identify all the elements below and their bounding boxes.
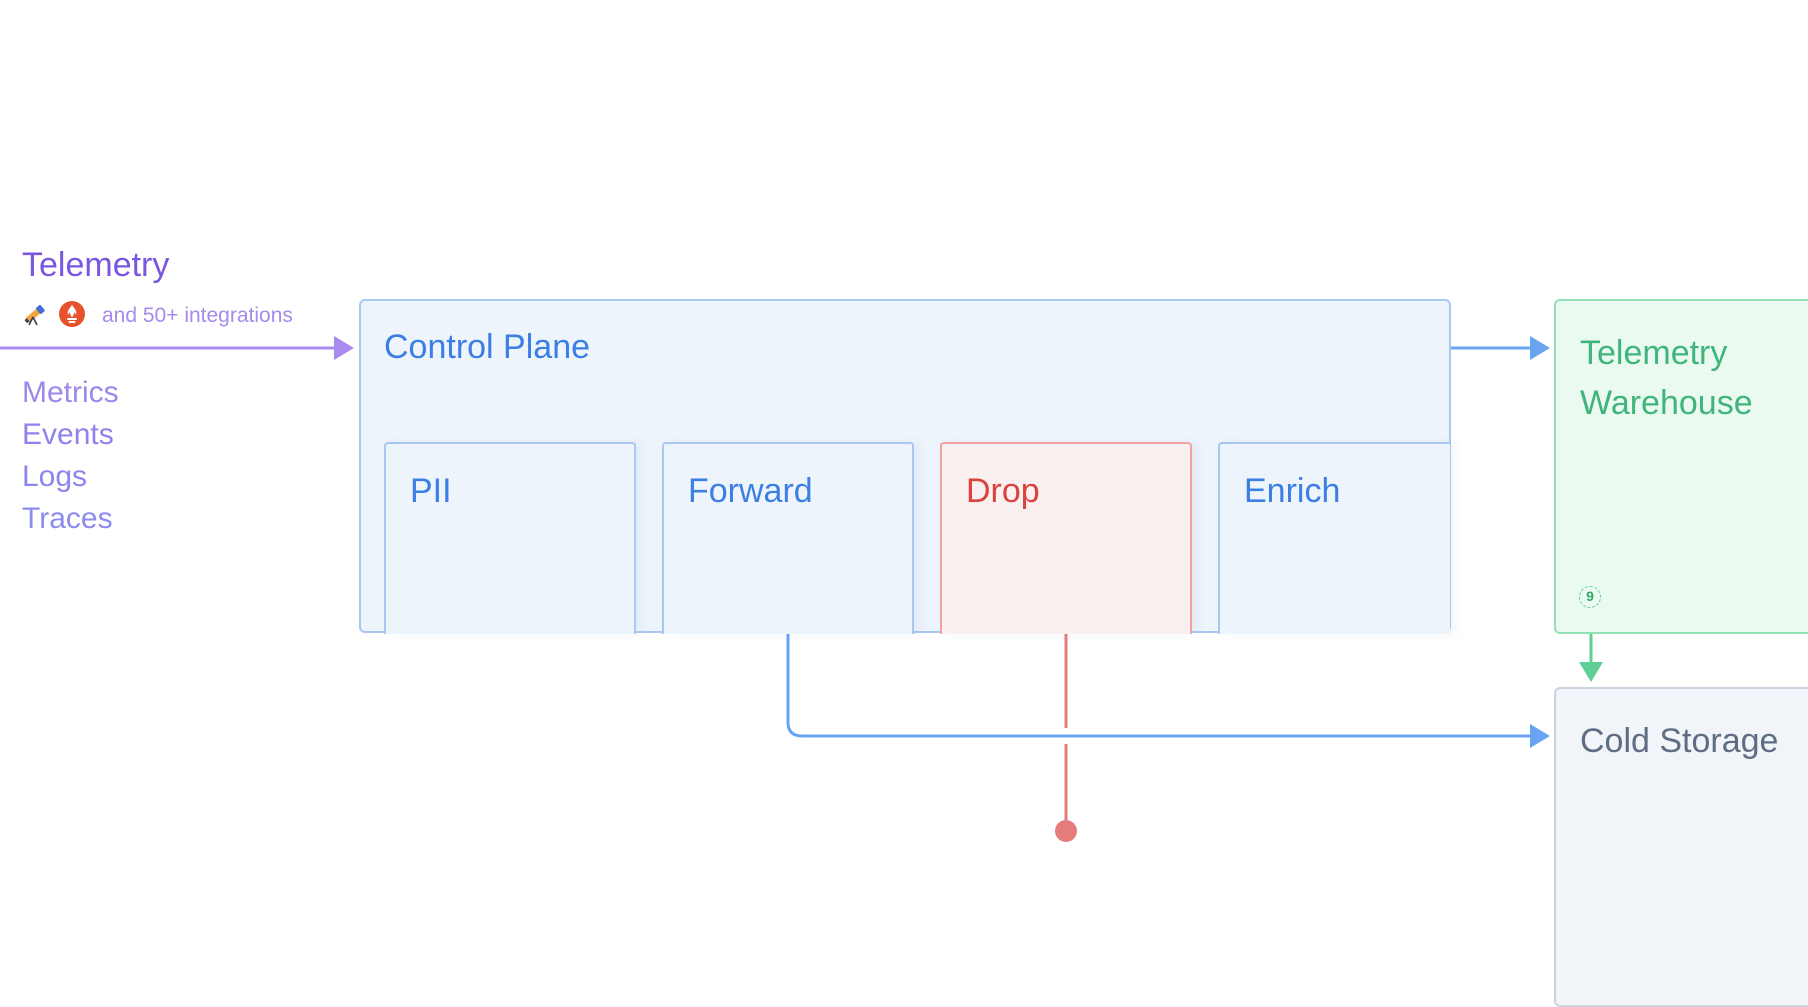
telemetry-type-metrics: Metrics [22, 376, 119, 409]
module-pii: PII [384, 442, 636, 634]
module-drop: Drop [940, 442, 1192, 634]
warehouse-badge: 9 [1579, 586, 1601, 608]
module-label-pii: PII [410, 472, 452, 510]
telemetry-type-traces: Traces [22, 502, 113, 535]
telemetry-types-list: Metrics Events Logs Traces [22, 372, 119, 540]
telemetry-warehouse-box [1554, 299, 1808, 634]
telemetry-type-logs: Logs [22, 460, 88, 493]
module-label-forward: Forward [688, 472, 813, 510]
module-label-enrich: Enrich [1244, 472, 1341, 510]
telemetry-warehouse-title: Telemetry Warehouse [1580, 334, 1753, 422]
module-label-drop: Drop [966, 472, 1040, 510]
module-enrich: Enrich [1218, 442, 1450, 634]
integrations-label: and 50+ integrations [102, 304, 293, 327]
drop-sink-dot [1055, 820, 1077, 842]
integrations-row: and 50+ integrations [22, 300, 293, 332]
arrow-forward-to-cold-storage [786, 622, 1550, 748]
telescope-icon [22, 301, 48, 332]
telemetry-title: Telemetry [22, 246, 170, 284]
arrow-control-plane-to-warehouse [1438, 336, 1550, 360]
module-forward: Forward [662, 442, 914, 634]
line-drop-to-sink [1055, 622, 1077, 842]
telemetry-type-events: Events [22, 418, 114, 451]
prometheus-flame-icon [58, 300, 86, 333]
cold-storage-box [1554, 687, 1808, 1007]
arrow-telemetry-to-control-plane [0, 336, 354, 360]
cold-storage-title: Cold Storage [1580, 722, 1779, 760]
control-plane-title: Control Plane [384, 328, 591, 366]
